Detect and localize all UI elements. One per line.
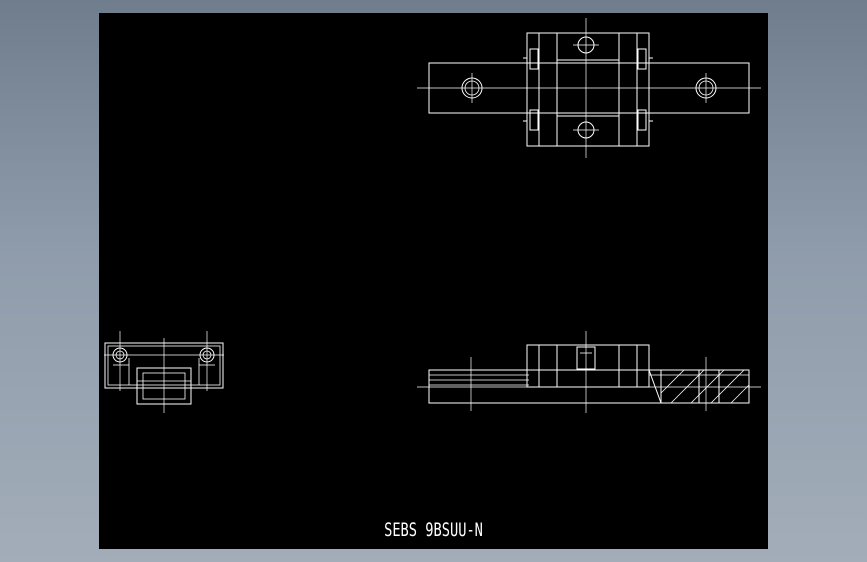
cad-viewport[interactable]: SEBS 9BSUU-N <box>99 13 768 549</box>
side-view-block <box>526 344 650 388</box>
cad-drawing <box>104 18 761 413</box>
side-view <box>417 331 761 413</box>
top-view-block <box>526 32 650 147</box>
part-label: SEBS 9BSUU-N <box>384 519 483 541</box>
end-view <box>104 331 224 413</box>
top-view <box>417 18 761 158</box>
side-view-section-hatch <box>660 369 750 404</box>
